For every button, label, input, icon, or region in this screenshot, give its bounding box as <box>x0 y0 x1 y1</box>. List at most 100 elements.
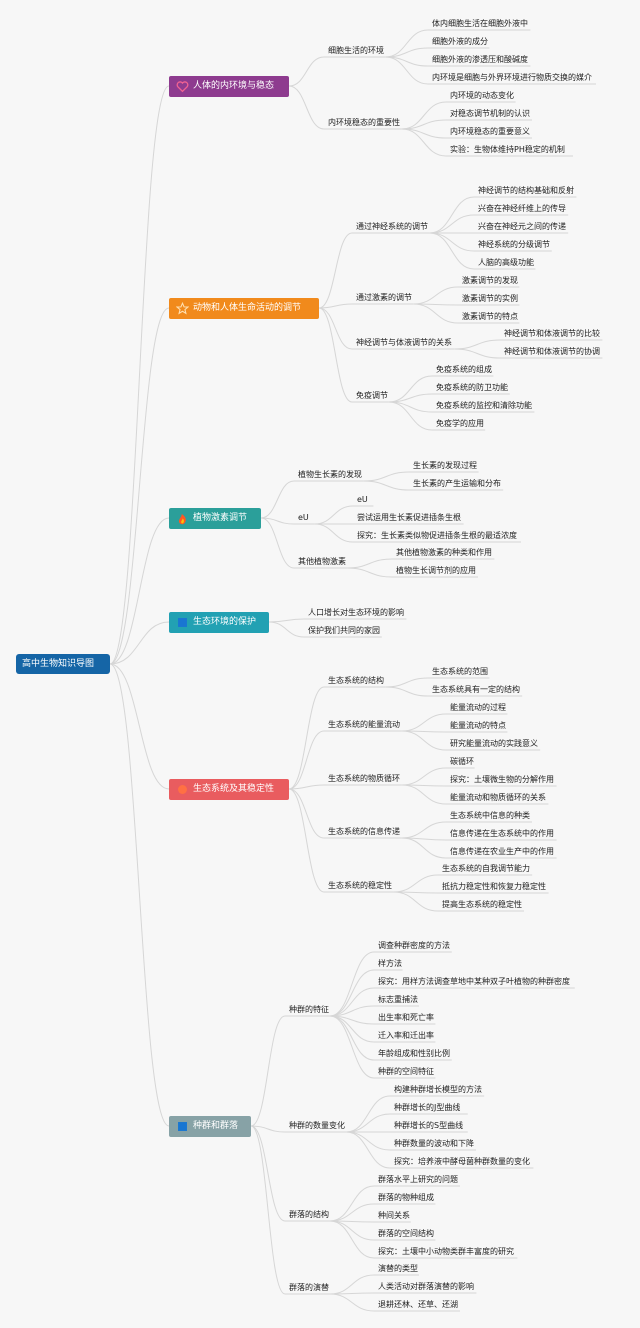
topic-node-5-0[interactable]: 种群的特征 <box>289 1004 329 1016</box>
topic-node-1-1[interactable]: 通过激素的调节 <box>356 292 412 304</box>
branch-node-2[interactable]: 植物激素调节 <box>169 508 261 529</box>
subtopic-node-0-1-3[interactable]: 实验：生物体维持PH稳定的机制 <box>450 144 565 156</box>
subtopic-node-2-0-1[interactable]: 生长素的产生运输和分布 <box>413 478 501 490</box>
mind-map-edge <box>401 821 447 839</box>
subtopic-node-1-1-1[interactable]: 激素调节的实例 <box>462 293 518 305</box>
mind-map-edge <box>288 686 325 790</box>
subtopic-node-4-4-1[interactable]: 抵抗力稳定性和恢复力稳定性 <box>442 881 546 893</box>
subtopic-node-5-0-2[interactable]: 探究：用样方法调查草地中某种双子叶植物的种群密度 <box>378 976 570 988</box>
subtopic-node-1-3-2[interactable]: 免疫系统的监控和清除功能 <box>436 400 532 412</box>
subtopic-node-1-2-1[interactable]: 神经调节和体液调节的协调 <box>504 346 600 358</box>
branch-node-4[interactable]: 生态系统及其稳定性 <box>169 779 289 800</box>
mind-map-edge <box>393 891 439 912</box>
subtopic-node-5-3-0[interactable]: 演替的类型 <box>378 1263 418 1275</box>
subtopic-node-2-1-0[interactable]: eU <box>357 494 368 506</box>
subtopic-node-0-0-2[interactable]: 细胞外液的渗透压和酸碱度 <box>432 54 528 66</box>
topic-node-5-1-label: 种群的数量变化 <box>289 1121 345 1130</box>
subtopic-node-4-3-2[interactable]: 信息传递在农业生产中的作用 <box>450 846 554 858</box>
subtopic-node-1-3-3[interactable]: 免疫学的应用 <box>436 418 484 430</box>
mind-map-edge <box>393 874 439 893</box>
subtopic-node-1-3-0[interactable]: 免疫系统的组成 <box>436 364 492 376</box>
subtopic-node-4-1-2[interactable]: 研究能量流动的实践意义 <box>450 738 538 750</box>
mind-map-edge <box>318 307 353 350</box>
subtopic-node-1-0-4[interactable]: 人脑的高级功能 <box>478 257 534 269</box>
subtopic-node-5-0-1[interactable]: 样方法 <box>378 958 402 970</box>
topic-node-4-1[interactable]: 生态系统的能量流动 <box>328 719 400 731</box>
topic-node-4-4[interactable]: 生态系统的稳定性 <box>328 880 392 892</box>
subtopic-node-5-2-1[interactable]: 群落的物种组成 <box>378 1192 434 1204</box>
subtopic-node-0-0-0[interactable]: 体内细胞生活在细胞外液中 <box>432 18 528 30</box>
mind-map-edge <box>363 480 410 491</box>
subtopic-node-5-0-0[interactable]: 调查种群密度的方法 <box>378 940 450 952</box>
topic-node-4-3[interactable]: 生态系统的信息传递 <box>328 826 400 838</box>
subtopic-node-2-2-0[interactable]: 其他植物激素的种类和作用 <box>396 547 492 559</box>
topic-node-2-1[interactable]: eU <box>298 512 309 524</box>
subtopic-node-5-0-3[interactable]: 标志重捕法 <box>378 994 418 1006</box>
root-node[interactable]: 高中生物知识导图 <box>16 654 110 674</box>
topic-node-3-1[interactable]: 保护我们共同的家园 <box>308 625 380 637</box>
subtopic-node-4-1-1[interactable]: 能量流动的特点 <box>450 720 506 732</box>
subtopic-node-0-0-3[interactable]: 内环境是细胞与外界环境进行物质交换的媒介 <box>432 72 592 84</box>
subtopic-node-1-0-1[interactable]: 兴奋在神经纤维上的传导 <box>478 203 566 215</box>
subtopic-node-1-3-1[interactable]: 免疫系统的防卫功能 <box>436 382 508 394</box>
subtopic-node-4-4-2[interactable]: 提高生态系统的稳定性 <box>442 899 522 911</box>
subtopic-node-4-1-0[interactable]: 能量流动的过程 <box>450 702 506 714</box>
subtopic-node-4-2-2[interactable]: 能量流动和物质循环的关系 <box>450 792 546 804</box>
topic-node-1-2[interactable]: 神经调节与体液调节的关系 <box>356 337 452 349</box>
subtopic-node-5-0-7[interactable]: 种群的空间特征 <box>378 1066 434 1078</box>
subtopic-node-2-1-1[interactable]: 尝试运用生长素促进插条生根 <box>357 512 461 524</box>
subtopic-node-1-1-2[interactable]: 激素调节的特点 <box>462 311 518 323</box>
subtopic-node-4-2-0[interactable]: 碳循环 <box>450 756 474 768</box>
topic-node-5-1[interactable]: 种群的数量变化 <box>289 1120 345 1132</box>
subtopic-node-4-0-0[interactable]: 生态系统的范围 <box>432 666 488 678</box>
subtopic-node-2-2-1[interactable]: 植物生长调节剂的应用 <box>396 565 476 577</box>
subtopic-node-5-3-2[interactable]: 退耕还林、还草、还湖 <box>378 1299 458 1311</box>
topic-node-2-2[interactable]: 其他植物激素 <box>298 556 346 568</box>
branch-node-1[interactable]: 动物和人体生命活动的调节 <box>169 298 319 319</box>
subtopic-node-5-1-1[interactable]: 种群增长的J型曲线 <box>394 1102 460 1114</box>
subtopic-node-1-1-0[interactable]: 激素调节的发现 <box>462 275 518 287</box>
subtopic-node-2-0-0[interactable]: 生长素的发现过程 <box>413 460 477 472</box>
topic-node-1-3[interactable]: 免疫调节 <box>356 390 388 402</box>
subtopic-node-5-2-2[interactable]: 种间关系 <box>378 1210 410 1222</box>
topic-node-5-2[interactable]: 群落的结构 <box>289 1209 329 1221</box>
subtopic-node-5-0-5[interactable]: 迁入率和迁出率 <box>378 1030 434 1042</box>
subtopic-node-4-4-0[interactable]: 生态系统的自我调节能力 <box>442 863 530 875</box>
subtopic-node-0-1-1[interactable]: 对稳态调节机制的认识 <box>450 108 530 120</box>
subtopic-node-2-1-2[interactable]: 探究：生长素类似物促进插条生根的最适浓度 <box>357 530 517 542</box>
subtopic-node-5-2-3[interactable]: 群落的空间结构 <box>378 1228 434 1240</box>
subtopic-node-0-1-2[interactable]: 内环境稳态的重要意义 <box>450 126 530 138</box>
subtopic-node-5-1-3[interactable]: 种群数量的波动和下降 <box>394 1138 474 1150</box>
subtopic-node-0-1-0[interactable]: 内环境的动态变化 <box>450 90 514 102</box>
topic-node-2-0[interactable]: 植物生长素的发现 <box>298 469 362 481</box>
subtopic-node-4-3-0[interactable]: 生态系统中信息的种类 <box>450 810 530 822</box>
subtopic-node-1-0-2[interactable]: 兴奋在神经元之间的传递 <box>478 221 566 233</box>
subtopic-node-5-2-4[interactable]: 探究：土壤中小动物类群丰富度的研究 <box>378 1246 514 1258</box>
subtopic-node-4-2-0-label: 碳循环 <box>450 757 474 766</box>
subtopic-node-5-1-0[interactable]: 构建种群增长模型的方法 <box>394 1084 482 1096</box>
topic-node-0-1[interactable]: 内环境稳态的重要性 <box>328 117 400 129</box>
topic-node-0-0[interactable]: 细胞生活的环境 <box>328 45 384 57</box>
topic-node-4-2[interactable]: 生态系统的物质循环 <box>328 773 400 785</box>
topic-node-4-0[interactable]: 生态系统的结构 <box>328 675 384 687</box>
subtopic-node-5-0-6[interactable]: 年龄组成和性别比例 <box>378 1048 450 1060</box>
topic-node-3-0[interactable]: 人口增长对生态环境的影响 <box>308 607 404 619</box>
subtopic-node-1-0-0[interactable]: 神经调节的结构基础和反射 <box>478 185 574 197</box>
mind-map-edge <box>109 517 170 665</box>
topic-node-5-3[interactable]: 群落的演替 <box>289 1282 329 1294</box>
subtopic-node-5-1-4[interactable]: 探究：培养液中酵母菌种群数量的变化 <box>394 1156 530 1168</box>
subtopic-node-4-0-1[interactable]: 生态系统具有一定的结构 <box>432 684 520 696</box>
subtopic-node-5-2-0[interactable]: 群落水平上研究的问题 <box>378 1174 458 1186</box>
subtopic-node-1-0-3[interactable]: 神经系统的分级调节 <box>478 239 550 251</box>
topic-node-1-0[interactable]: 通过神经系统的调节 <box>356 221 428 233</box>
branch-node-3[interactable]: 生态环境的保护 <box>169 612 269 633</box>
subtopic-node-5-1-2[interactable]: 种群增长的S型曲线 <box>394 1120 463 1132</box>
subtopic-node-0-0-1[interactable]: 细胞外液的成分 <box>432 36 488 48</box>
branch-node-0[interactable]: 人体的内环境与稳态 <box>169 76 289 97</box>
branch-node-5[interactable]: 种群和群落 <box>169 1116 251 1137</box>
subtopic-node-5-0-4[interactable]: 出生率和死亡率 <box>378 1012 434 1024</box>
subtopic-node-5-3-1[interactable]: 人类活动对群落演替的影响 <box>378 1281 474 1293</box>
subtopic-node-4-3-1[interactable]: 信息传递在生态系统中的作用 <box>450 828 554 840</box>
subtopic-node-1-2-0[interactable]: 神经调节和体液调节的比较 <box>504 328 600 340</box>
subtopic-node-4-2-1[interactable]: 探究：土壤微生物的分解作用 <box>450 774 554 786</box>
